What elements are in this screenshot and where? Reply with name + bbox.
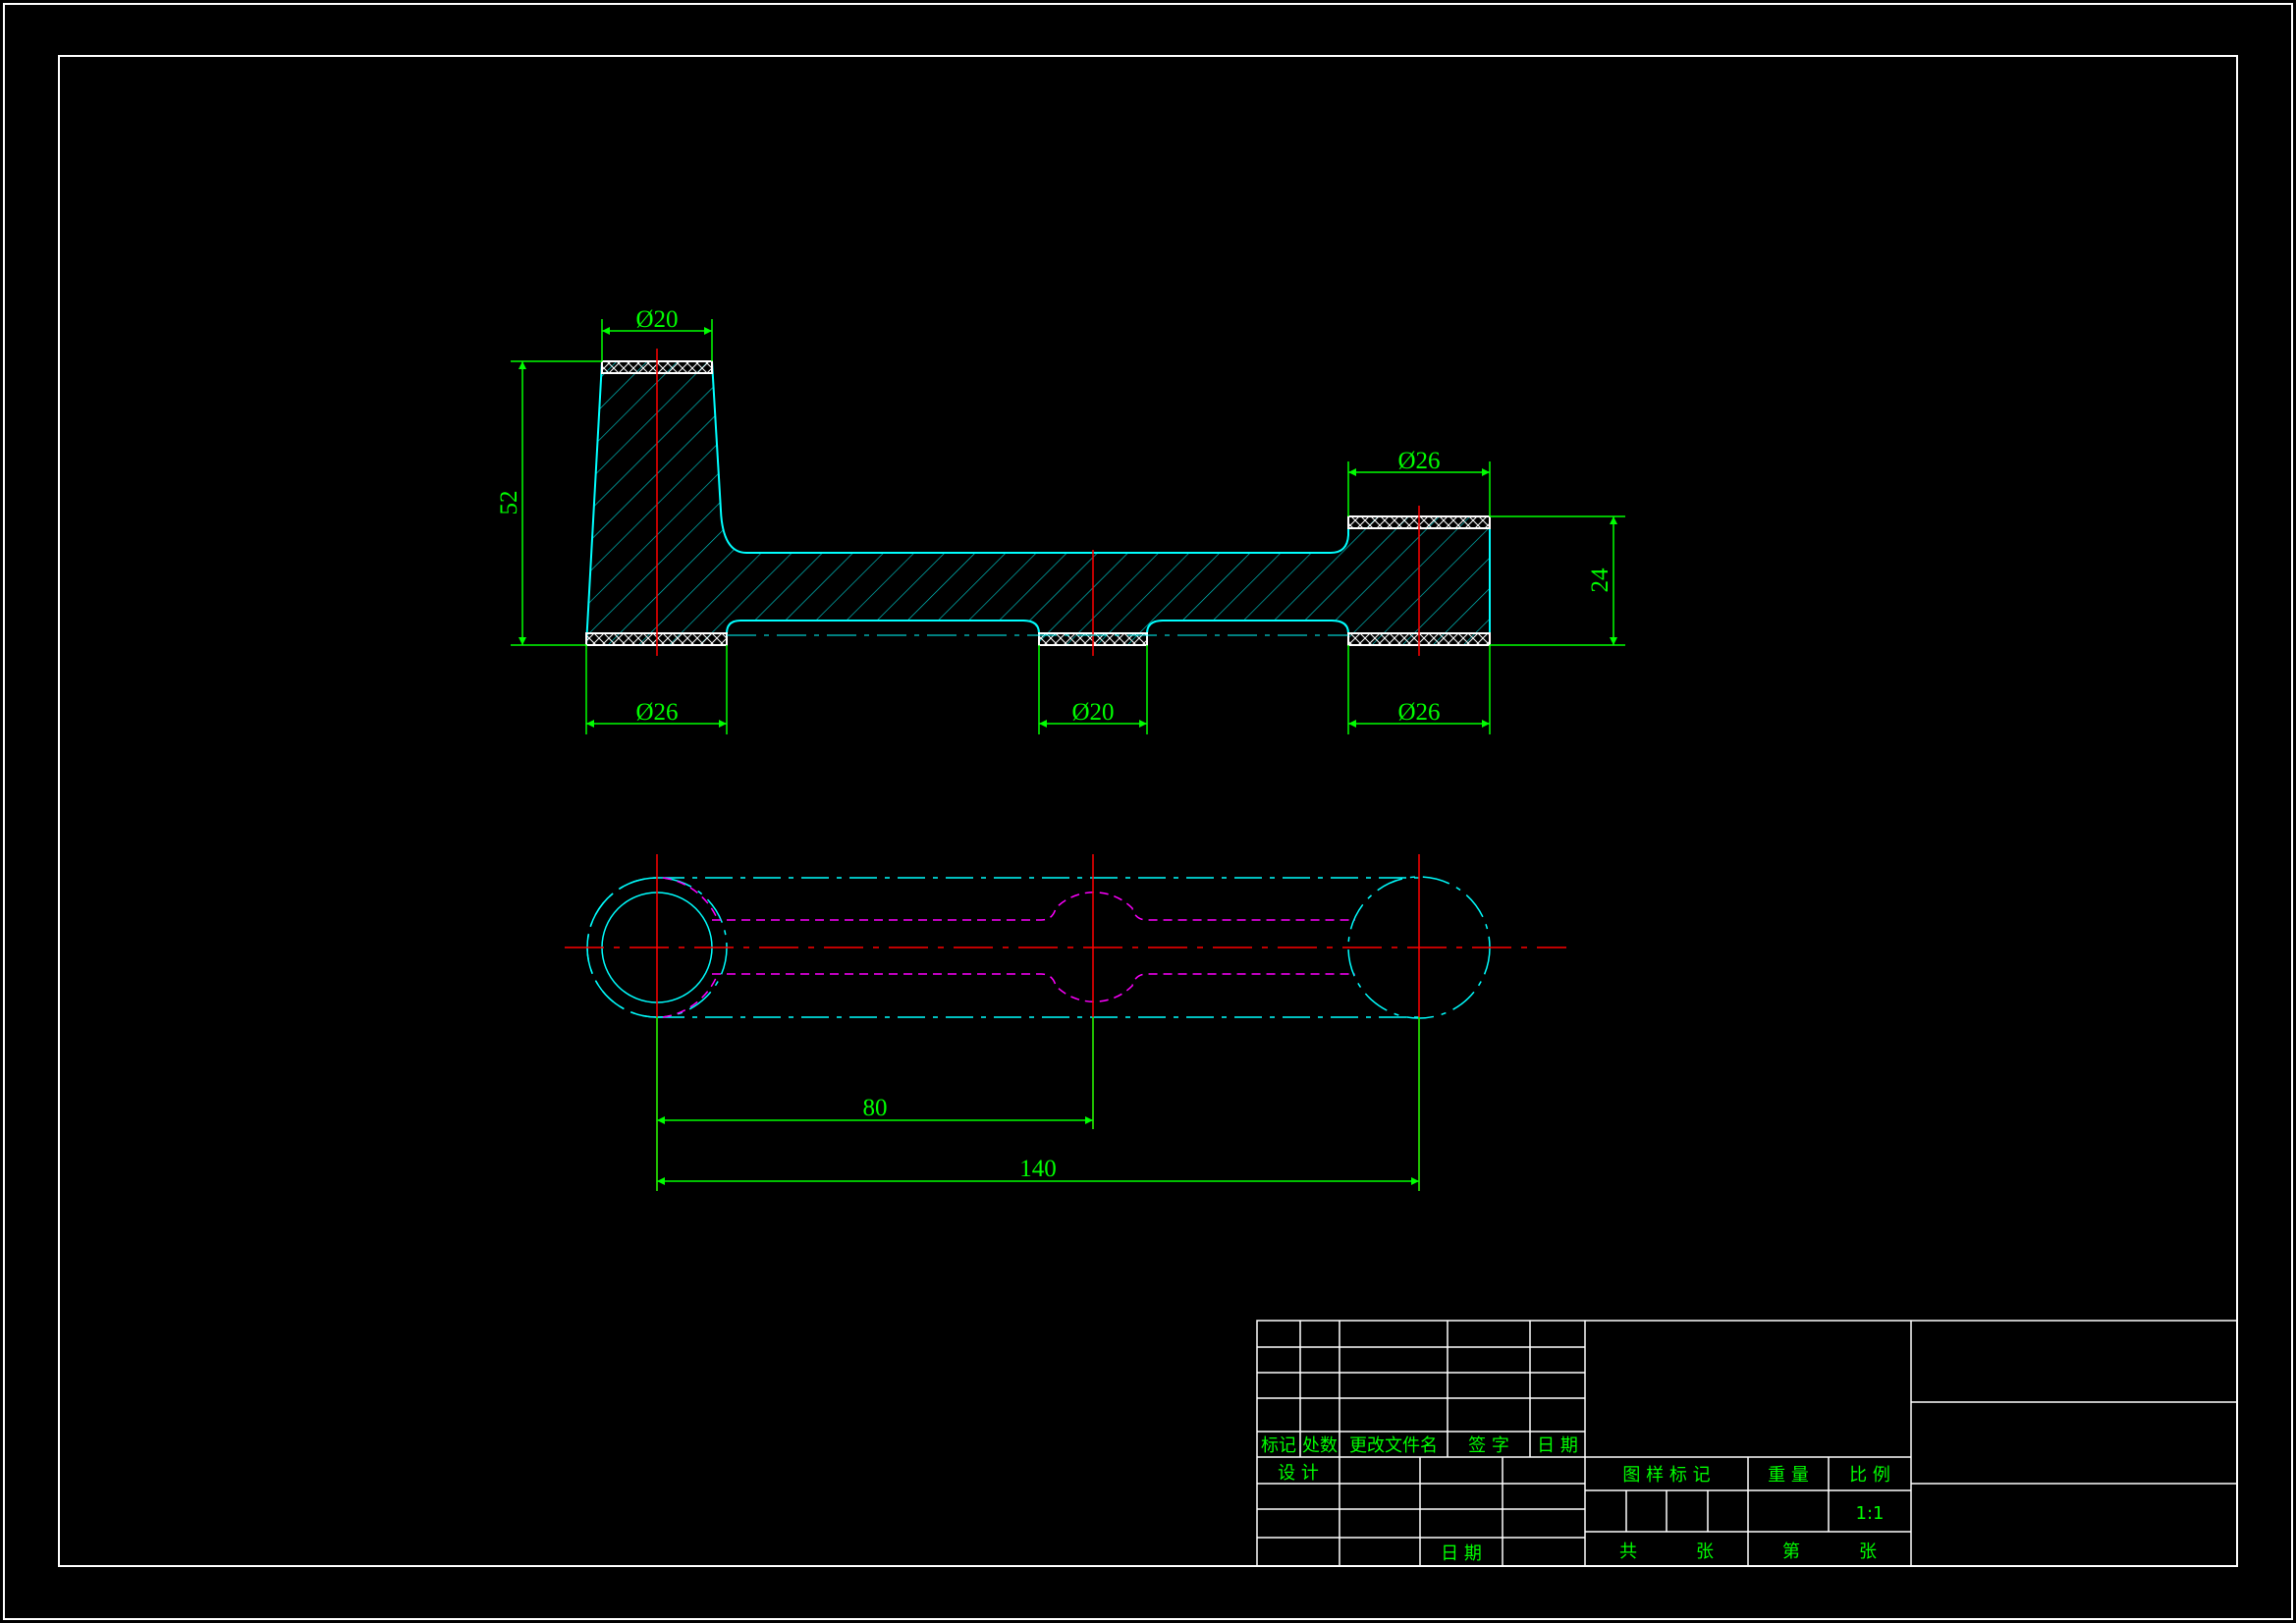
title-block <box>1256 1320 2238 1567</box>
tb-weight: 重 量 <box>1768 1465 1809 1486</box>
inner-frame <box>58 55 2238 1567</box>
tb-sheets: 张 <box>1696 1542 1714 1562</box>
dim-spacing-80: 80 <box>863 1095 888 1121</box>
dim-spacing-140: 140 <box>1019 1156 1057 1182</box>
tb-signature: 签 字 <box>1468 1435 1509 1456</box>
dim-bottom-middle-dia: Ø20 <box>1071 699 1114 726</box>
front-section-view <box>584 349 1491 656</box>
top-view <box>565 854 1566 1191</box>
tb-scale-value: 1:1 <box>1856 1503 1885 1524</box>
dim-bottom-right-dia: Ø26 <box>1397 699 1440 726</box>
dim-top-left-dia: Ø20 <box>635 306 678 333</box>
tb-scale-label: 比 例 <box>1849 1465 1890 1486</box>
tb-change-doc: 更改文件名 <box>1349 1435 1438 1456</box>
tb-drawing-mark: 图 样 标 记 <box>1622 1465 1710 1486</box>
section-body <box>584 360 1491 646</box>
dim-bottom-left-dia: Ø26 <box>635 699 678 726</box>
tb-count: 处数 <box>1302 1435 1338 1456</box>
tb-date: 日 期 <box>1537 1435 1578 1456</box>
tb-total: 共 <box>1619 1542 1637 1562</box>
tb-mark: 标记 <box>1261 1435 1296 1456</box>
tb-sheets2: 张 <box>1859 1542 1877 1562</box>
dim-top-right-dia: Ø26 <box>1397 448 1440 474</box>
tb-design: 设 计 <box>1278 1463 1319 1484</box>
dim-left-height: 52 <box>496 491 522 515</box>
tb-sheet-no: 第 <box>1782 1542 1800 1562</box>
dim-right-height: 24 <box>1587 568 1613 593</box>
top-view-dimensions <box>656 1017 1420 1191</box>
tb-date2: 日 期 <box>1441 1543 1482 1564</box>
outer-border <box>3 3 2293 1620</box>
front-view-dimensions <box>511 319 1625 734</box>
